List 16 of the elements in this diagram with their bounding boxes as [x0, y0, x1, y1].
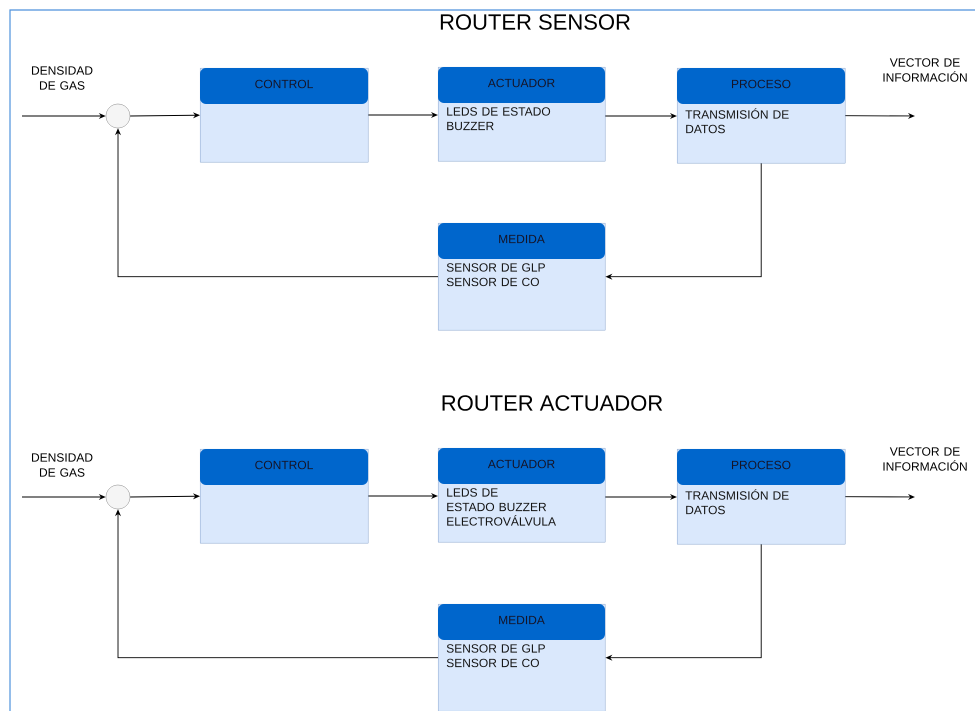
signal-label: VECTOR DE INFORMACIÓN [883, 447, 967, 471]
section-title: ROUTER ACTUADOR [442, 395, 662, 411]
block-box: ACTUADOR LEDS DE ESTADO BUZZER [438, 67, 606, 162]
signal-label: DENSIDAD DE GAS [32, 453, 92, 477]
block-box: ACTUADOR LEDS DE ESTADO BUZZER ELECTROVÁLVULA [438, 448, 606, 542]
summing-junction [106, 484, 130, 510]
summing-junction [106, 104, 130, 128]
signal-label: VECTOR DE INFORMACIÓN [883, 58, 967, 82]
signal-label: DENSIDAD DE GAS [32, 66, 92, 90]
block-box: MEDIDA SENSOR DE GLP SENSOR DE CO [438, 223, 606, 330]
block-box: PROCESO TRANSMISIÓN DE DATOS [677, 68, 846, 164]
block-box: CONTROL [200, 449, 368, 544]
block-box: PROCESO TRANSMISIÓN DE DATOS [677, 449, 846, 544]
block-box: MEDIDA SENSOR DE GLP SENSOR DE CO [438, 604, 606, 711]
block-box: CONTROL [200, 68, 368, 162]
section-title: ROUTER SENSOR [440, 14, 630, 30]
